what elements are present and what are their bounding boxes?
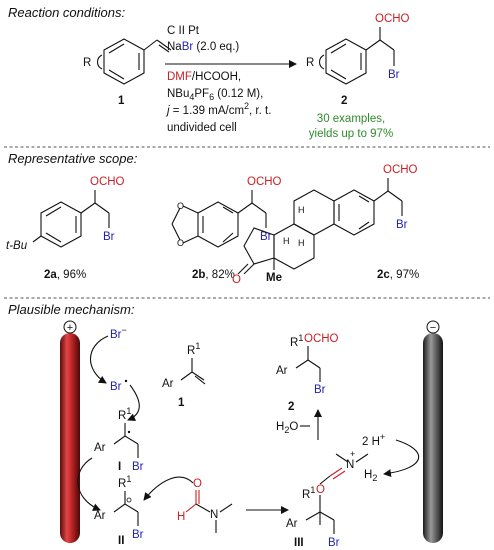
electrolyte-text: NBu4PF6 (0.12 M), (167, 88, 263, 102)
svg-text:H: H (283, 236, 290, 246)
svg-text:t-Bu: t-Bu (6, 240, 28, 252)
bromide-anion: Br− (110, 325, 127, 341)
anode-sign: + (67, 322, 73, 334)
alkene-1-structure: Ar R1 (162, 341, 206, 390)
alkene-1-label: 1 (178, 397, 185, 409)
addition-arrow (127, 384, 140, 421)
nabr-text: NaBr (2.0 eq.) (167, 41, 239, 53)
svg-text:H: H (298, 205, 305, 215)
cation-II-structure: Ar R1 Br (94, 474, 144, 541)
svg-text:Me: Me (266, 272, 282, 284)
svg-text:R: R (306, 57, 314, 69)
svg-text:O: O (232, 274, 241, 286)
svg-text:H: H (177, 511, 185, 523)
hydrogen-label: H2 (364, 469, 377, 483)
solvent-text: DMF/HCOOH, (167, 71, 241, 83)
intermediate-III-structure: O N + Ar R1 Br (286, 449, 369, 549)
radical-dot (124, 379, 128, 383)
cathode-sign: − (430, 322, 436, 334)
compound-2-label: 2 (341, 95, 347, 107)
svg-text:Br: Br (314, 384, 326, 396)
protons-label: 2 H+ (362, 432, 385, 448)
heading-conditions: Reaction conditions: (8, 5, 125, 20)
heading-mechanism: Plausible mechanism: (8, 302, 135, 317)
svg-text:O: O (177, 238, 184, 248)
water-label: H2O (276, 421, 298, 435)
cation-II-label: II (118, 535, 124, 547)
svg-text:Ar: Ar (286, 518, 298, 530)
svg-text:Br: Br (103, 231, 115, 243)
electrodes-text: C II Pt (167, 25, 200, 37)
svg-text:Ar: Ar (276, 365, 288, 377)
radical-I-label: I (118, 461, 121, 473)
svg-text:O: O (316, 484, 325, 496)
svg-text:Br: Br (388, 69, 400, 81)
svg-text:R1: R1 (290, 333, 303, 349)
compound-2c-structure: H H H O Me OCHO Br (232, 164, 418, 286)
compound-2a-label: 2a, 96% (44, 269, 86, 281)
svg-text:N: N (346, 459, 354, 471)
oxidation-arrow (90, 335, 109, 384)
svg-text:Ar: Ar (94, 510, 106, 522)
svg-text:N: N (210, 509, 218, 521)
svg-text:Ar: Ar (162, 378, 174, 390)
svg-text:Br: Br (260, 231, 272, 243)
compound-2b-label: 2b, 82% (192, 269, 235, 281)
dmf-structure: H O N (177, 478, 233, 533)
svg-text:Br: Br (396, 219, 408, 231)
nucleophilic-attack-arrow (143, 476, 194, 501)
product-2-mechanism-structure: OCHO Ar R1 Br (276, 333, 339, 396)
anode-electrode (60, 333, 80, 543)
cathode-sign-circle (426, 320, 440, 334)
reduction-arrow (383, 439, 420, 478)
compound-1-label: 1 (118, 95, 125, 107)
svg-text:R1: R1 (187, 341, 200, 357)
svg-text:Br: Br (328, 537, 340, 549)
cathode-electrode (423, 333, 443, 543)
svg-text:OCHO: OCHO (383, 164, 418, 176)
svg-text:R1: R1 (118, 474, 131, 490)
cell-text: undivided cell (167, 122, 237, 134)
svg-text:O: O (193, 478, 202, 490)
examples-text: 30 examples, (317, 113, 385, 125)
styrene-structure: R (83, 38, 172, 85)
svg-text:Ar: Ar (94, 442, 106, 454)
svg-text:OCHO: OCHO (375, 13, 410, 25)
yields-text: yields up to 97% (309, 128, 393, 140)
compound-2a-structure: OCHO Br t-Bu (6, 176, 125, 252)
bromine-radical: Br (110, 381, 122, 393)
compound-2b-structure: O O OCHO Br (171, 176, 282, 248)
product-2-structure: R OCHO Br (306, 13, 410, 85)
svg-text:O: O (177, 201, 184, 211)
radical-I-structure: Ar R1 Br (94, 406, 144, 473)
intermediate-III-label: III (294, 537, 304, 549)
compound-2c-label: 2c, 97% (377, 269, 419, 281)
svg-text:Br: Br (132, 461, 144, 473)
svg-text:Br: Br (132, 529, 144, 541)
svg-text:R1: R1 (118, 406, 131, 422)
anode-sign-circle (63, 320, 77, 334)
heading-scope: Representative scope: (8, 151, 138, 166)
svg-text:OCHO: OCHO (90, 176, 125, 188)
svg-text:H: H (298, 238, 305, 248)
svg-text:OCHO: OCHO (304, 333, 339, 345)
second-oxidation-arrow (77, 457, 101, 511)
current-text: j = 1.39 mA/cm2, r. t. (165, 101, 271, 117)
svg-text:+: + (350, 449, 355, 459)
r-substituent: R (83, 57, 91, 69)
svg-text:OCHO: OCHO (247, 176, 282, 188)
svg-text:R1: R1 (302, 485, 315, 501)
product-2-mechanism-label: 2 (288, 401, 294, 413)
